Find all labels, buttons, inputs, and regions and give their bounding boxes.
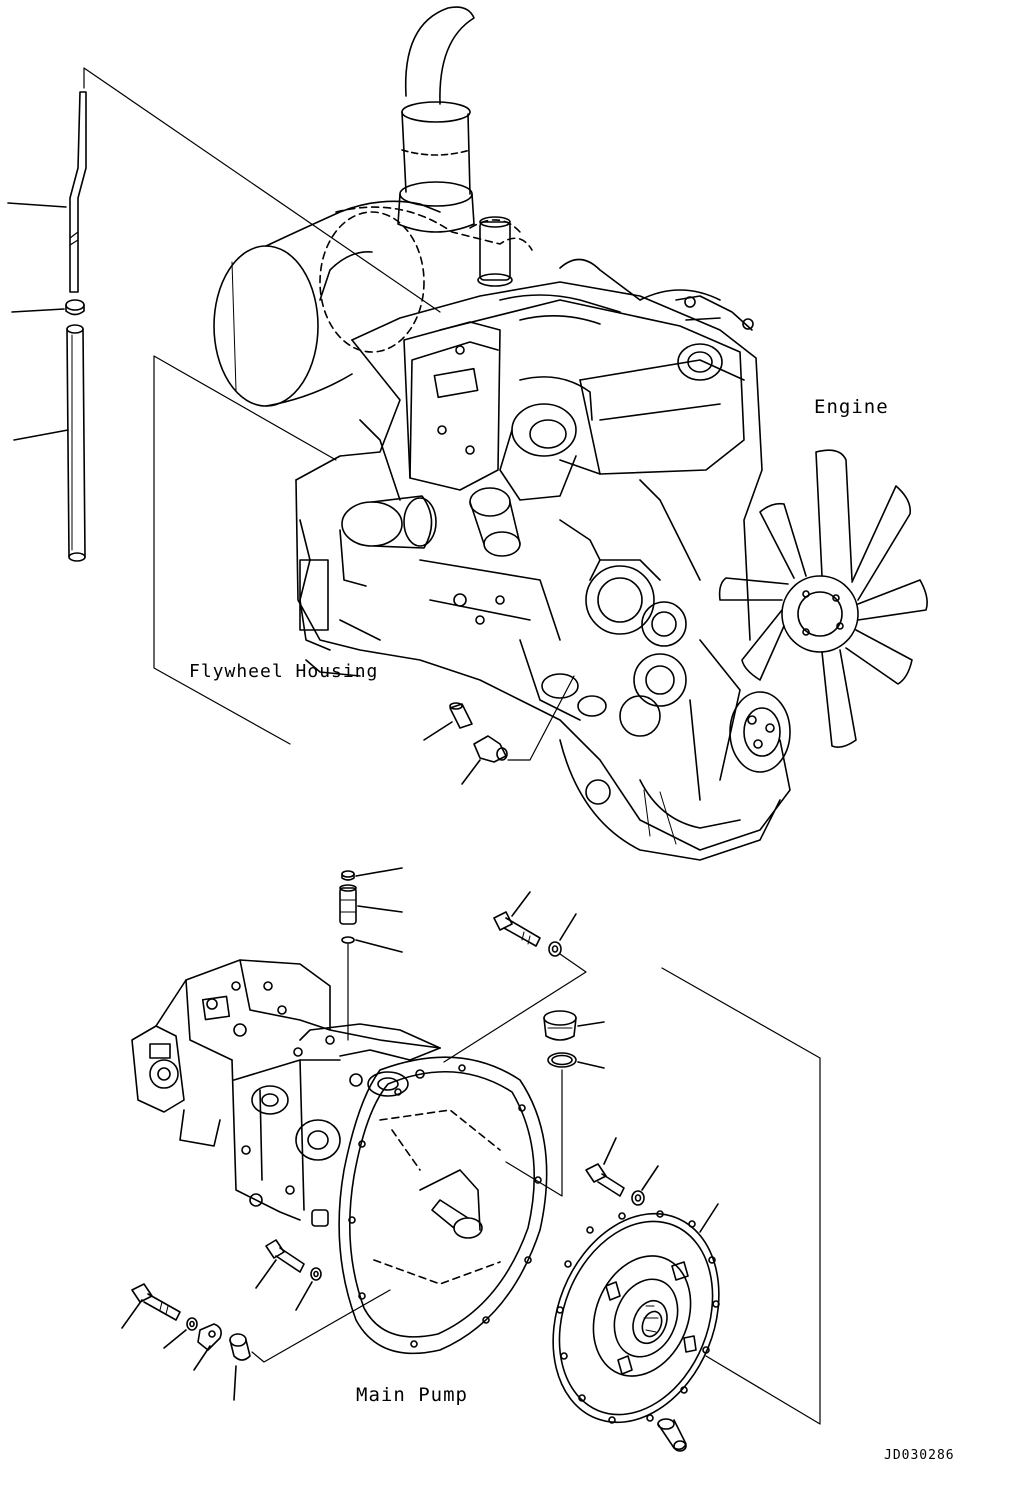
engine-elbow-fittings bbox=[424, 676, 574, 784]
dipstick-clip bbox=[66, 300, 84, 315]
flywheel-housing-reference-line bbox=[154, 356, 336, 744]
air-cleaner bbox=[214, 201, 440, 406]
flywheel-damper bbox=[523, 1189, 749, 1448]
dipstick-rod bbox=[70, 92, 86, 292]
dipstick-guide-tube bbox=[67, 325, 85, 561]
drawing-code-label: JD030286 bbox=[884, 1448, 955, 1463]
pump-mount-bolts bbox=[122, 1240, 390, 1400]
damper-reference-line bbox=[662, 968, 820, 1424]
engine-label: Engine bbox=[814, 396, 889, 418]
exhaust-pipe bbox=[406, 7, 474, 104]
drain-plug-oring bbox=[506, 1011, 604, 1196]
oil-filter bbox=[470, 488, 520, 556]
starter-motor bbox=[340, 496, 436, 586]
mounting-bolt-upper bbox=[444, 892, 586, 1062]
main-pump-illustration bbox=[132, 960, 547, 1353]
damper-bolt bbox=[586, 1138, 658, 1205]
dipstick-assembly bbox=[8, 68, 440, 561]
engine-illustration bbox=[214, 7, 927, 860]
flywheel-housing-label: Flywheel Housing bbox=[189, 661, 379, 682]
pump-pipe-fittings bbox=[340, 868, 402, 1040]
main-pump-label: Main Pump bbox=[356, 1384, 468, 1406]
pump-flange bbox=[339, 1057, 547, 1353]
cooling-fan bbox=[720, 450, 928, 747]
dipstick-reference-line bbox=[84, 68, 440, 312]
alignment-pin bbox=[658, 1419, 686, 1451]
alternator bbox=[586, 560, 686, 646]
turbocharger bbox=[500, 377, 592, 500]
